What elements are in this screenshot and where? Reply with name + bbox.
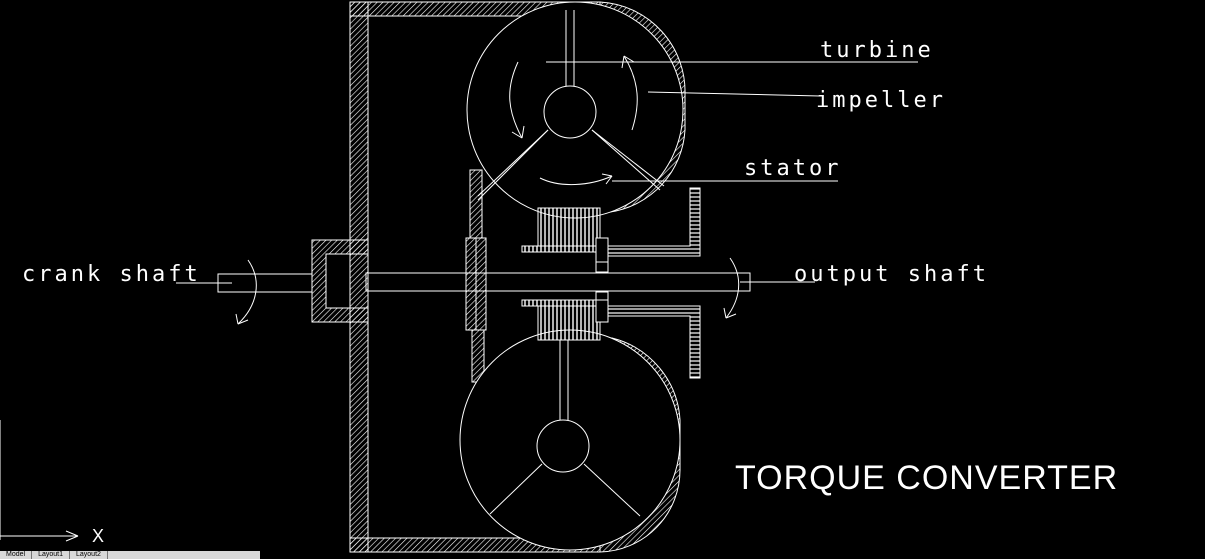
diagram-title: TORQUE CONVERTER (735, 459, 1119, 497)
ucs-x-label: X (92, 526, 105, 546)
stator-upper (537, 207, 601, 247)
stator-flow-arrow (539, 175, 613, 186)
tab-layout2[interactable]: Layout2 (70, 551, 108, 559)
impeller-label: impeller (816, 88, 946, 113)
turbine-label: turbine (820, 38, 934, 63)
housing-left-wall (349, 1, 369, 553)
stator-label: stator (744, 156, 842, 181)
stator-lower (537, 305, 601, 341)
lower-hub (536, 419, 590, 473)
impeller-flow-arrow (623, 55, 638, 131)
tab-layout1[interactable]: Layout1 (32, 551, 70, 559)
turbine-flow-arrow (509, 61, 523, 139)
output-shaft-label: output shaft (794, 262, 989, 287)
crank-shaft (217, 273, 313, 293)
crank-shaft-label: crank shaft (22, 262, 201, 287)
output-rotation-arrow (725, 257, 740, 319)
turbine-strut (469, 169, 483, 239)
output-shaft (365, 272, 751, 292)
upper-hub (543, 85, 597, 139)
crank-rotation-arrow (237, 259, 257, 325)
impeller-leader (647, 91, 821, 97)
tab-model[interactable]: Model (0, 551, 33, 559)
